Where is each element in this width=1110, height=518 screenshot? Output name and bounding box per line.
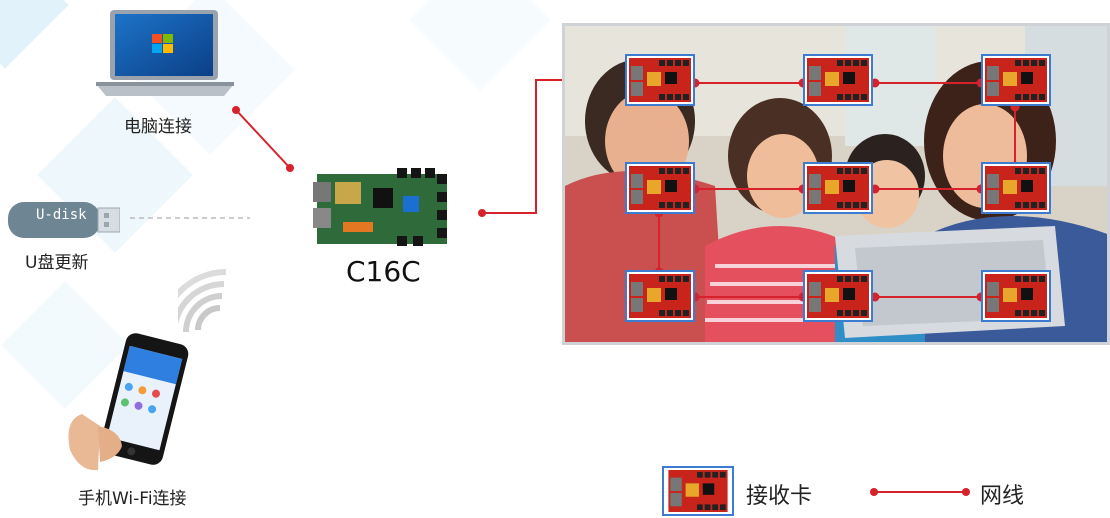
receiver-card bbox=[803, 162, 873, 214]
receiver-card bbox=[803, 270, 873, 322]
receiver-card bbox=[625, 270, 695, 322]
cable-endpoint bbox=[232, 106, 240, 114]
receiver-card bbox=[981, 162, 1051, 214]
receiver-card bbox=[981, 54, 1051, 106]
receiver-card bbox=[625, 162, 695, 214]
legend-cable-icon bbox=[870, 488, 970, 496]
cable-endpoint bbox=[286, 164, 294, 172]
receiver-card bbox=[803, 54, 873, 106]
computer-connection-label: 电脑连接 bbox=[124, 117, 192, 137]
phone-wifi-label: 手机Wi-Fi连接 bbox=[78, 489, 187, 509]
receiver-card bbox=[981, 270, 1051, 322]
controller-board-icon bbox=[313, 168, 447, 246]
wifi-signal-icon bbox=[178, 269, 227, 333]
legend-cable-label: 网线 bbox=[980, 484, 1025, 509]
legend-receiver-label: 接收卡 bbox=[746, 484, 813, 509]
laptop-icon bbox=[96, 10, 234, 96]
laptop-link bbox=[235, 109, 291, 169]
legend-receiver-card-icon bbox=[662, 466, 734, 516]
receiver-card bbox=[625, 54, 695, 106]
usb-drive-text: U-disk bbox=[36, 207, 87, 223]
cable-endpoint bbox=[478, 209, 486, 217]
phone-icon bbox=[68, 333, 189, 471]
led-screen-photo bbox=[562, 23, 1110, 345]
usb-drive-icon bbox=[8, 202, 120, 238]
udisk-update-label: U盘更新 bbox=[25, 253, 89, 273]
controller-model-label: C16C bbox=[346, 255, 421, 288]
